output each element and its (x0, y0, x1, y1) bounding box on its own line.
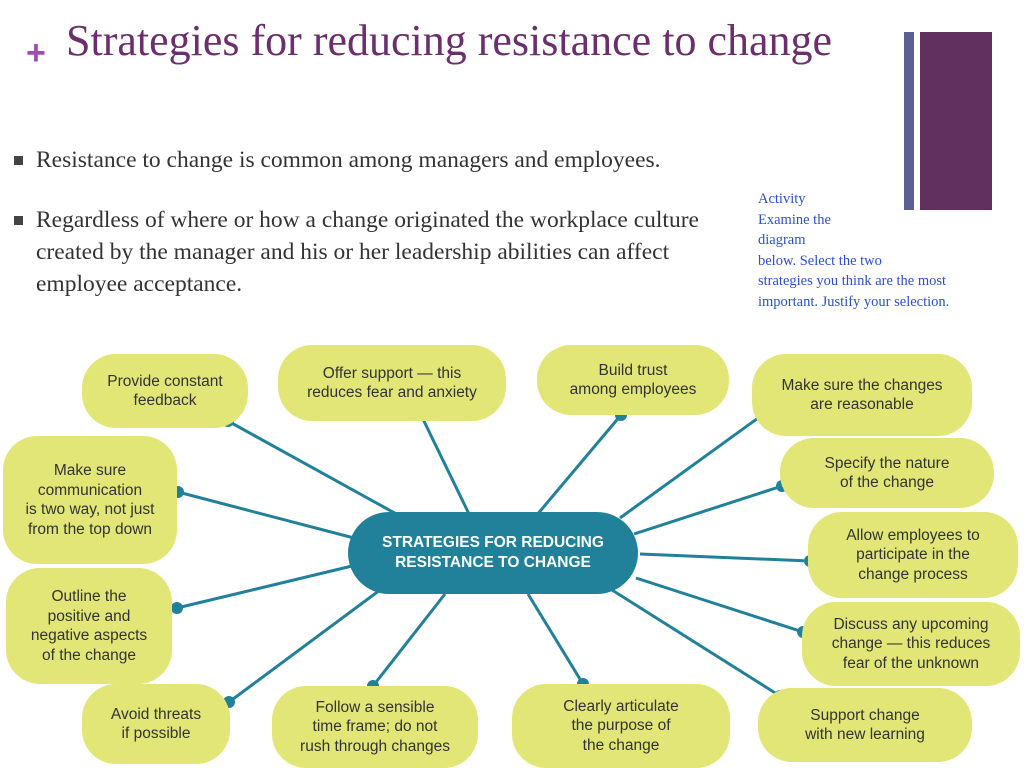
connector-line-discuss-upcoming (635, 576, 804, 634)
slide-title: Strategies for reducing resistance to ch… (66, 16, 833, 65)
strategy-node-articulate-purpose: Clearly articulate the purpose of the ch… (512, 684, 730, 768)
activity-line: Examine the (758, 211, 831, 228)
activity-line: below. Select the two (758, 252, 882, 269)
strategy-node-avoid-threats: Avoid threats if possible (82, 684, 230, 764)
connector-line-two-way-communication (177, 490, 355, 540)
activity-line: Activity (758, 191, 806, 207)
bullet-list: Resistance to change is common among man… (12, 144, 747, 300)
strategy-node-support-learning: Support change with new learning (758, 688, 972, 762)
connector-line-sensible-timeframe (371, 593, 447, 687)
activity-line: diagram (758, 232, 806, 248)
activity-note: Activity Examine the diagram below. Sele… (758, 189, 1020, 312)
connector-dot-outline-aspects (171, 602, 183, 614)
bullet-item: Resistance to change is common among man… (12, 144, 747, 176)
connector-line-avoid-threats (228, 588, 381, 704)
square-bullet-icon (14, 216, 23, 225)
strategy-node-offer-support: Offer support — this reduces fear and an… (278, 345, 506, 421)
connector-line-allow-participation (639, 552, 811, 563)
accent-bar-thick (920, 32, 992, 210)
connector-line-specify-nature (633, 484, 783, 536)
strategy-mind-map: STRATEGIES FOR REDUCING RESISTANCE TO CH… (0, 340, 1024, 768)
activity-line: important. Justify your selection. (758, 293, 950, 310)
connector-line-constant-feedback (227, 419, 401, 518)
bullet-text: Resistance to change is common among man… (36, 147, 661, 173)
strategy-node-sensible-timeframe: Follow a sensible time frame; do not rus… (272, 686, 478, 768)
accent-bar-thin (904, 32, 914, 210)
strategy-node-specify-nature: Specify the nature of the change (780, 438, 994, 508)
connector-line-build-trust (534, 414, 623, 517)
strategy-node-changes-reasonable: Make sure the changes are reasonable (752, 354, 972, 436)
connector-line-articulate-purpose (526, 593, 585, 685)
bullet-text: Regardless of where or how a change orig… (36, 207, 699, 297)
strategy-node-build-trust: Build trust among employees (537, 345, 729, 415)
strategy-node-discuss-upcoming: Discuss any upcoming change — this reduc… (802, 602, 1020, 686)
strategy-node-two-way-communication: Make sure communication is two way, not … (3, 436, 177, 564)
strategy-node-outline-aspects: Outline the positive and negative aspect… (6, 568, 172, 684)
connector-line-changes-reasonable (619, 411, 766, 520)
connector-line-offer-support (419, 414, 472, 517)
connector-line-support-learning (611, 588, 781, 698)
strategy-node-allow-participation: Allow employees to participate in the ch… (808, 512, 1018, 598)
strategy-node-constant-feedback: Provide constant feedback (82, 354, 248, 428)
square-bullet-icon (14, 156, 23, 165)
activity-line: strategies you think are the most (758, 273, 947, 289)
connector-line-outline-aspects (176, 564, 353, 610)
plus-marker: + (26, 34, 46, 72)
central-topic: STRATEGIES FOR REDUCING RESISTANCE TO CH… (348, 512, 638, 594)
bullet-item: Regardless of where or how a change orig… (12, 204, 747, 300)
